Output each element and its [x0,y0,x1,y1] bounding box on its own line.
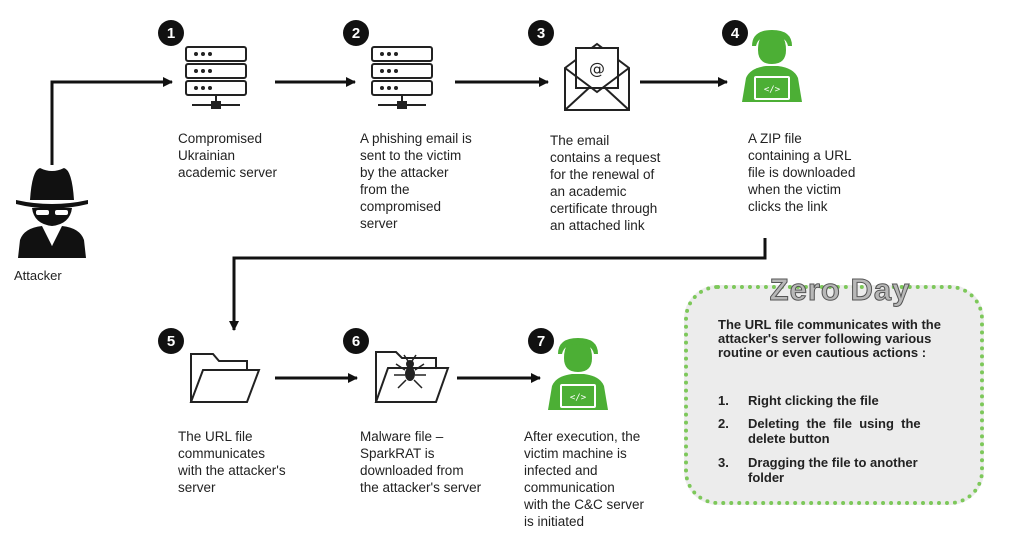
folder-icon [185,348,265,413]
attacker-to-server-arrow [50,77,173,165]
step-1-badge: 1 [158,20,184,46]
email-icon: @ [562,38,632,119]
arrow-4-5 [229,238,767,331]
victim-user-icon: </> [738,28,806,109]
bug-icon [394,354,426,389]
svg-text:</>: </> [570,393,587,403]
svg-text:@: @ [589,59,605,78]
attacker-label: Attacker [14,268,62,283]
server-icon [368,45,452,122]
step-5-badge: 5 [158,328,184,354]
victim-user-icon: </> [544,336,612,417]
zero-day-description: The URL file communicates with the attac… [718,317,941,360]
step-2-badge: 2 [343,20,369,46]
attacker-spy-icon [10,160,94,265]
svg-text:</>: </> [764,85,781,95]
zero-day-box [684,285,984,505]
step-7-badge: 7 [528,328,554,354]
step-4-badge: 4 [722,20,748,46]
step-6-badge: 6 [343,328,369,354]
zero-day-title: Zero Day [769,272,911,308]
server-icon [182,45,266,122]
malware-folder-icon [370,342,454,413]
step-3-badge: 3 [528,20,554,46]
